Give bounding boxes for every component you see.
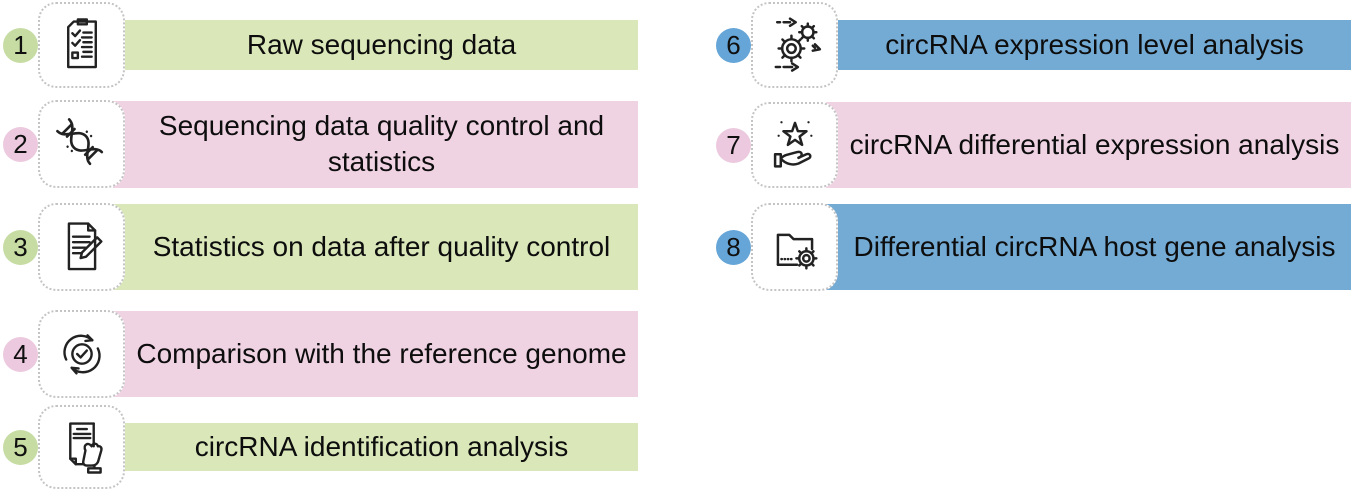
step-label: Comparison with the reference genome (113, 311, 638, 397)
step-number-badge: 6 (716, 27, 751, 63)
step-icon-box (751, 102, 838, 188)
document-pencil-icon (67, 222, 102, 271)
step-1: 1 Raw sequencing data (0, 2, 638, 88)
step-8: 8 Differential circRNA host gene analysi… (713, 203, 1351, 291)
step-label: circRNA identification analysis (113, 423, 638, 471)
step-number-badge: 7 (716, 127, 751, 163)
step-number-badge: 8 (716, 229, 751, 265)
step-label: Sequencing data quality control and stat… (113, 100, 638, 188)
step-icon-box (38, 100, 125, 188)
folder-gear-icon (776, 233, 818, 270)
step-number-badge: 5 (3, 429, 38, 465)
step-6: 6 circRNA expression level analysis (713, 2, 1351, 88)
step-number-badge: 3 (3, 229, 38, 265)
step-2: 2 Sequencing data quality control and st… (0, 100, 638, 188)
star-hand-icon (773, 121, 812, 168)
step-4: 4 Comparison with the reference genome (0, 310, 638, 398)
step-3: 3 Statistics on data after quality contr… (0, 203, 638, 291)
step-7: 7 circRNA differential expression analys… (713, 102, 1351, 188)
gears-arrows-icon (774, 17, 821, 72)
step-label: circRNA differential expression analysis (826, 102, 1351, 188)
step-label: Raw sequencing data (113, 20, 638, 70)
step-5: 5 circRNA identification analysis (0, 405, 638, 489)
sync-check-icon (62, 334, 101, 375)
step-icon-box (751, 203, 838, 291)
document-hand-icon (68, 422, 103, 474)
step-icon-box (38, 405, 125, 489)
step-number-badge: 2 (3, 126, 38, 162)
step-label: Statistics on data after quality control (113, 204, 638, 290)
step-icon-box (38, 310, 125, 398)
step-number-badge: 4 (3, 336, 38, 372)
step-label: circRNA expression level analysis (826, 20, 1351, 70)
dna-icon (55, 118, 103, 166)
step-icon-box (751, 2, 838, 88)
checklist-icon (66, 18, 97, 69)
step-icon-box (38, 2, 125, 88)
step-label: Differential circRNA host gene analysis (826, 204, 1351, 290)
step-number-badge: 1 (3, 27, 38, 63)
step-icon-box (38, 203, 125, 291)
